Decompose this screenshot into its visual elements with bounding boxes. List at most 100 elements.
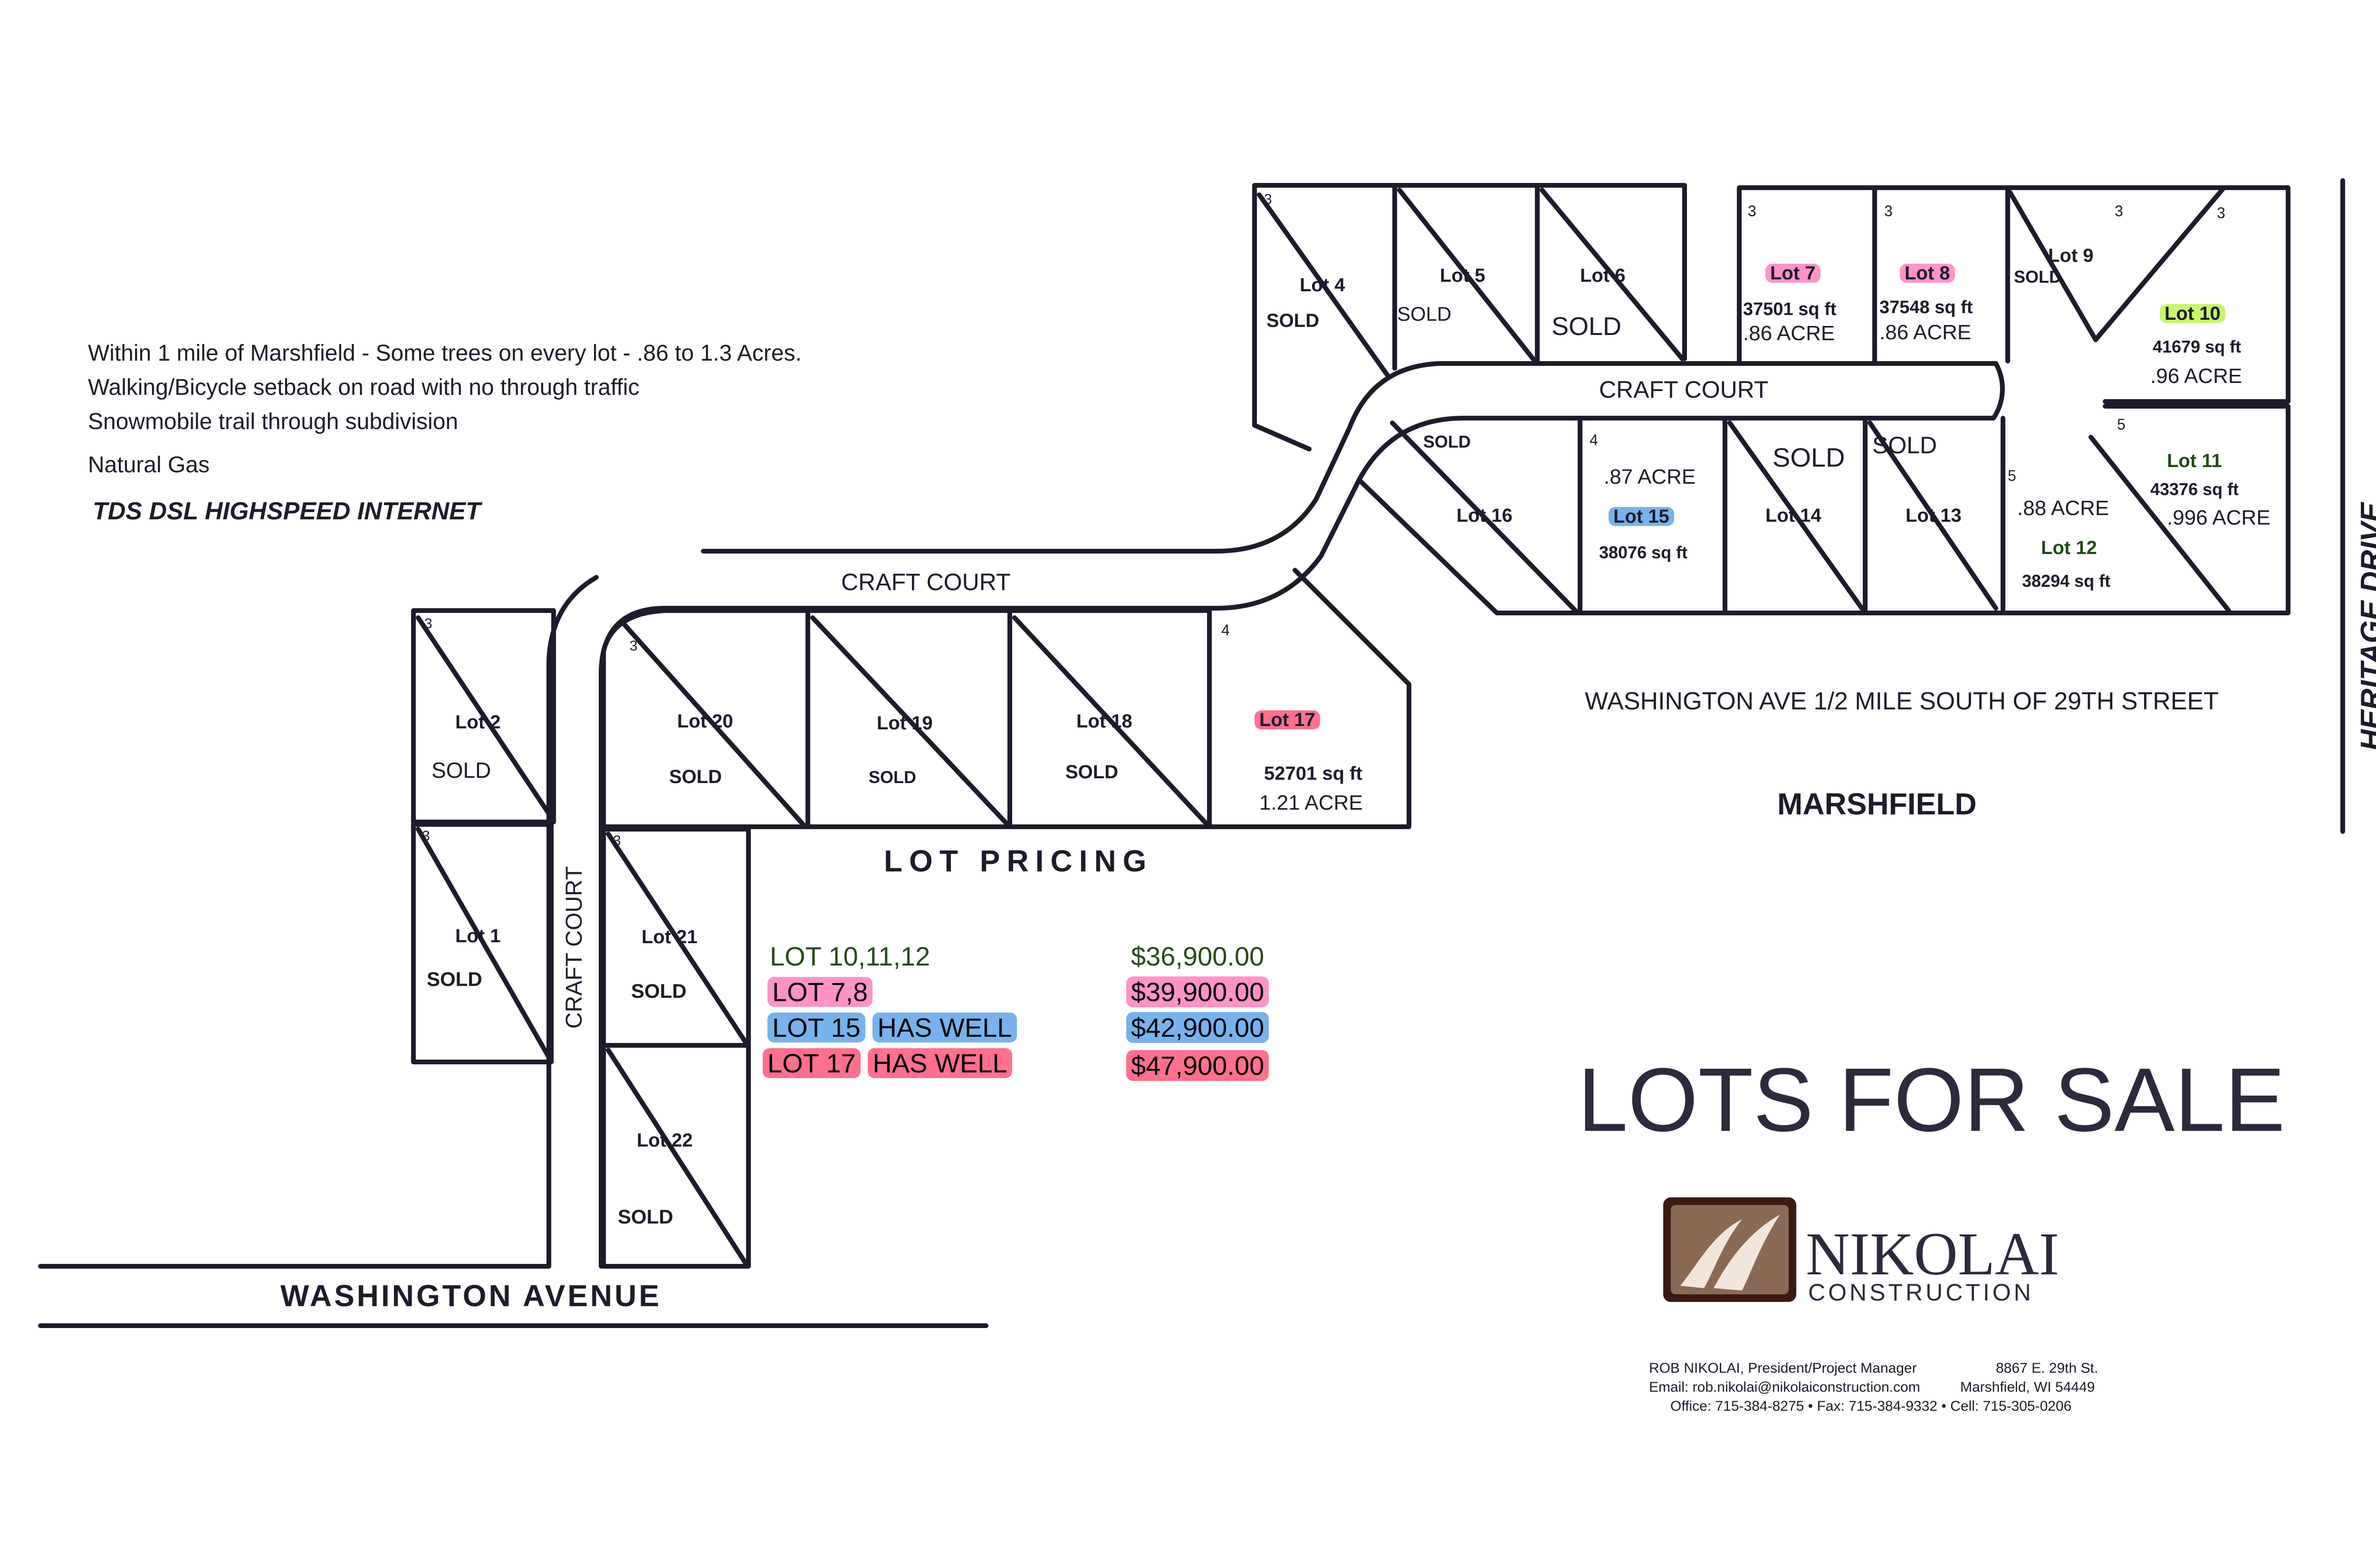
lot10-name: Lot 10	[2160, 304, 2225, 323]
lot18-sold-slash	[1012, 615, 1209, 827]
feature-line-4: Natural Gas	[88, 452, 210, 478]
lot9-sold-slash	[2008, 190, 2098, 342]
lots-11-12-outline	[2001, 404, 2290, 615]
price-row-1-price: $36,900.00	[1131, 941, 1265, 971]
lot17-outline	[1207, 568, 1411, 829]
lots-9-10-outline	[2005, 185, 2290, 404]
lots-20-19-18-outline	[601, 608, 1212, 829]
price-row-4-note: HAS WELL	[868, 1048, 1012, 1078]
lot12-sqft: 38294 sq ft	[2022, 571, 2111, 591]
company-logo	[1663, 1197, 1796, 1302]
craft-court-north-edge	[701, 361, 1998, 554]
lot22-name: Lot 22	[637, 1130, 693, 1151]
lot7-sqft: 37501 sq ft	[1743, 299, 1837, 319]
lot21-name: Lot 21	[642, 927, 698, 947]
cul-de-sac	[1991, 361, 2005, 421]
price-row-2-lots: LOT 7,8	[767, 977, 873, 1007]
price-row-1: LOT 10,11,12	[770, 941, 930, 972]
feature-line-1: Within 1 mile of Marshfield - Some trees…	[88, 341, 802, 366]
lot22-sold-slash	[606, 1048, 748, 1266]
lot14-name: Lot 14	[1765, 505, 1821, 526]
lot6-name: Lot 6	[1580, 265, 1626, 286]
lot11-sqft: 43376 sq ft	[2150, 479, 2239, 499]
lot9-tag: 3	[2115, 202, 2123, 220]
lot21-sold-slash	[606, 832, 748, 1045]
lot18-name: Lot 18	[1076, 711, 1132, 732]
lot11-12-divider	[2089, 435, 2231, 613]
lot17-acre: 1.21 ACRE	[1259, 791, 1363, 814]
lot2-name: Lot 2	[455, 712, 501, 733]
lot14-status: SOLD	[1772, 442, 1845, 472]
price-row-4: LOT 17 HAS WELL	[763, 1048, 1012, 1079]
lot12-name: Lot 12	[2041, 537, 2097, 558]
lot12-tag: 5	[2008, 467, 2016, 484]
contact-phones: Office: 715-384-8275 • Fax: 715-384-9332…	[1670, 1398, 2072, 1414]
price-row-2-price: $39,900.00	[1126, 976, 1269, 1007]
lot21-tag: 3	[613, 833, 621, 849]
pricing-title: LOT PRICING	[884, 844, 1153, 878]
lot15-sqft: 38076 sq ft	[1599, 543, 1688, 562]
lot1-outline	[411, 822, 554, 1064]
lot8-name: Lot 8	[1900, 264, 1955, 283]
lot5-name: Lot 5	[1440, 265, 1485, 286]
lot14-sold-slash	[1727, 421, 1868, 615]
price-row-4-lots: LOT 17	[763, 1048, 861, 1078]
lot17-sqft: 52701 sq ft	[1264, 763, 1362, 784]
lot8-acre: .86 ACRE	[1879, 321, 1972, 344]
lot11-acre: .996 ACRE	[2167, 506, 2271, 529]
lot4-name: Lot 4	[1300, 275, 1345, 296]
lot4-bottom	[1252, 423, 1312, 451]
lot22-status: SOLD	[618, 1205, 673, 1228]
lot8-sqft: 37548 sq ft	[1879, 297, 1973, 317]
feature-line-3: Snowmobile trail through subdivision	[88, 409, 459, 434]
lot6-sold-slash	[1540, 188, 1685, 361]
company-subtitle: CONSTRUCTION	[1808, 1279, 2034, 1306]
lot16-status: SOLD	[1423, 432, 1471, 451]
feature-line-5: TDS DSL HIGHSPEED INTERNET	[93, 497, 481, 525]
lot20-name: Lot 20	[677, 711, 733, 732]
lot5-sold-slash	[1397, 188, 1537, 363]
lot20-sold-slash	[620, 620, 805, 827]
lot13-status: SOLD	[1872, 432, 1937, 459]
lots-4-5-6-outline	[1252, 183, 1687, 428]
lot13-name: Lot 13	[1906, 505, 1962, 526]
lot7-name: Lot 7	[1765, 264, 1820, 283]
lot21-status: SOLD	[631, 980, 687, 1002]
street-craft-court-top: CRAFT COURT	[1599, 376, 1769, 403]
headline: LOTS FOR SALE	[1578, 1050, 2285, 1150]
feature-line-2: Walking/Bicycle setback on road with no …	[88, 375, 640, 400]
company-name: NIKOLAI	[1806, 1220, 2060, 1288]
lot1-name: Lot 1	[455, 926, 501, 947]
lot2-tag: 3	[424, 616, 432, 631]
lot19-name: Lot 19	[877, 713, 933, 734]
lot4-status: SOLD	[1266, 310, 1320, 331]
lot20-status: SOLD	[669, 766, 722, 787]
price-row-2: LOT 7,8	[767, 976, 873, 1007]
lot10-acre: .96 ACRE	[2150, 364, 2242, 388]
lot20-tag: 3	[630, 638, 638, 654]
lot7-acre: .86 ACRE	[1743, 322, 1835, 345]
street-washington-avenue: WASHINGTON AVENUE	[280, 1279, 662, 1313]
lot7-tag: 3	[1748, 202, 1756, 220]
contact-address-2: Marshfield, WI 54449	[1960, 1379, 2095, 1395]
lot16-name: Lot 16	[1456, 505, 1513, 526]
lots-13-16-bottom	[1357, 478, 2005, 615]
lot22-outline	[601, 1043, 751, 1269]
lot2-status: SOLD	[431, 758, 491, 783]
street-heritage-drive: HERITAGE DRIVE	[2355, 502, 2376, 751]
lot2-sold-slash	[416, 615, 554, 820]
lot9-status: SOLD	[2014, 267, 2062, 287]
lot1-status: SOLD	[427, 968, 482, 990]
lot1-tag: 3	[422, 828, 430, 844]
lot11-tag: 5	[2117, 416, 2126, 433]
lot8-tag: 3	[1884, 202, 1893, 220]
lot19-status: SOLD	[869, 767, 917, 787]
craft-court-west-edge	[546, 575, 599, 1269]
lot17-tag: 4	[1221, 621, 1230, 639]
price-row-3-note: HAS WELL	[872, 1013, 1017, 1042]
lot5-status: SOLD	[1397, 303, 1452, 325]
location-city: MARSHFIELD	[1777, 787, 1977, 821]
logo-emblem	[1671, 1205, 1789, 1294]
lot13-sold-slash	[1868, 421, 1998, 611]
